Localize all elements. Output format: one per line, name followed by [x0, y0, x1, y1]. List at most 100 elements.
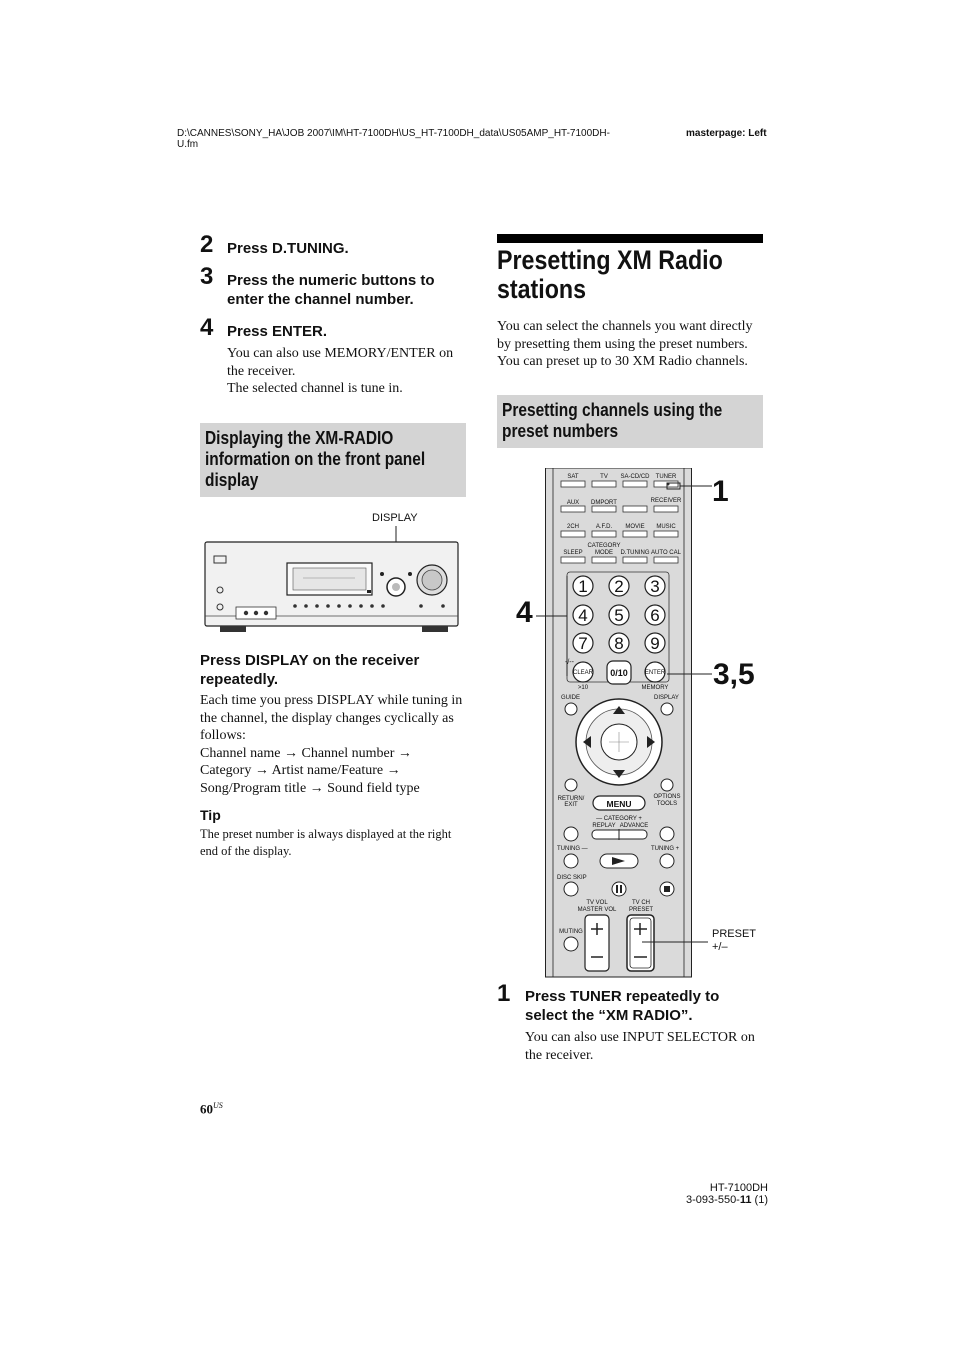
- sat-button[interactable]: [560, 480, 586, 488]
- display-body-line1: Each time you press DISPLAY while tuning…: [200, 693, 463, 708]
- step-number-2: 2: [200, 231, 214, 258]
- zero-ten-button[interactable]: [606, 660, 632, 685]
- dmport-button[interactable]: [591, 505, 617, 513]
- preset-callout-line1: PRESET: [712, 928, 757, 940]
- autocal-button[interactable]: [653, 556, 679, 564]
- arrow-icon: →: [397, 745, 412, 761]
- master-vol-label: MASTER VOL: [578, 907, 617, 913]
- intro-line3: You can preset up to 30 XM Radio channel…: [497, 354, 748, 369]
- footer-code: 3-093-550-11 (1): [680, 1194, 768, 1206]
- dtuning-button[interactable]: [622, 556, 648, 564]
- afd-button[interactable]: [591, 530, 617, 538]
- tv-button[interactable]: [591, 480, 617, 488]
- digit-4-button[interactable]: [572, 604, 594, 626]
- step-title-3-line2: enter the channel number.: [227, 291, 414, 308]
- tuner-button[interactable]: [653, 480, 679, 488]
- digit-1-label: 1: [578, 577, 587, 596]
- digit-3-label: 3: [650, 577, 659, 596]
- callout-lines: [536, 482, 712, 943]
- footer-code-b: 11: [739, 1194, 752, 1206]
- button-2ch-label: 2CH: [567, 524, 579, 530]
- tools-label: TOOLS: [657, 801, 677, 807]
- button-dtuning-label: D.TUNING: [621, 550, 650, 556]
- muting-label: MUTING: [559, 929, 583, 935]
- masterpage-label: masterpage: Left: [686, 128, 767, 139]
- aux-button[interactable]: [560, 505, 586, 513]
- callout-step-1: 1: [712, 475, 729, 508]
- guide-button[interactable]: [564, 702, 578, 716]
- step-number-1: 1: [497, 980, 511, 1007]
- display-label: DISPLAY: [372, 512, 418, 524]
- dpad-right-icon: [647, 736, 655, 748]
- disc-skip-label: DISC SKIP: [557, 875, 587, 881]
- page-heading-line2: stations: [497, 274, 587, 304]
- digit-9-button[interactable]: [644, 632, 666, 654]
- muting-button[interactable]: [563, 936, 579, 952]
- cycle-item: Sound field type: [327, 780, 420, 796]
- digit-6-label: 6: [650, 606, 659, 625]
- page-heading-line1: Presetting XM Radio: [497, 245, 723, 275]
- digit-8-label: 8: [614, 634, 623, 653]
- music-button[interactable]: [653, 530, 679, 538]
- step-4-body-line2: the receiver.: [227, 363, 296, 379]
- file-path-line1: D:\CANNES\SONY_HA\JOB 2007\IM\HT-7100DH\…: [177, 128, 610, 139]
- section-header-box-display: [200, 423, 466, 497]
- rewind-button[interactable]: [563, 853, 579, 869]
- section-title-display-line3: display: [205, 470, 259, 490]
- sacd-button[interactable]: [622, 480, 648, 488]
- display-body-line2: the channel, the display changes cyclica…: [200, 710, 454, 726]
- digit-2-button[interactable]: [608, 575, 630, 597]
- digit-5-button[interactable]: [608, 604, 630, 626]
- digit-3-button[interactable]: [644, 575, 666, 597]
- display-button[interactable]: [660, 702, 674, 716]
- digit-7-button[interactable]: [572, 632, 594, 654]
- page-heading: Presetting XM Radio stations: [497, 246, 723, 304]
- fast-forward-button[interactable]: [659, 853, 675, 869]
- button-dmport-label: DMPORT: [591, 500, 617, 506]
- gt10-label: >10: [578, 685, 589, 691]
- button-movie-label: MOVIE: [625, 524, 644, 530]
- heading-rule: [497, 234, 763, 243]
- intro-line2: by presetting them using the preset numb…: [497, 336, 748, 352]
- tip-text: The preset number is always displayed at…: [200, 826, 451, 859]
- return-button[interactable]: [564, 778, 578, 792]
- arrow-icon: →: [283, 745, 298, 761]
- section-title-display-line2: information on the front panel: [205, 449, 426, 469]
- section-title-preset-line1: Presetting channels using the: [502, 400, 723, 420]
- digit-8-button[interactable]: [608, 632, 630, 654]
- cycle-line-1: Channel name → Channel number →: [200, 745, 462, 763]
- step-title-4: Press ENTER.: [227, 323, 328, 340]
- callout-step-4: 4: [516, 596, 533, 629]
- page-number-sup: US: [213, 1101, 223, 1110]
- menu-button[interactable]: [592, 795, 646, 811]
- enter-button[interactable]: [644, 661, 666, 683]
- mode-button[interactable]: [591, 556, 617, 564]
- digit-6-button[interactable]: [644, 604, 666, 626]
- display-body-line3: follows:: [200, 728, 246, 743]
- intro-text: You can select the channels you want dir…: [497, 318, 753, 371]
- preset-callout-label: PRESET +/–: [712, 928, 756, 954]
- dpad-up-icon: [613, 706, 625, 714]
- arrow-icon: →: [386, 763, 401, 778]
- step-4-body-line3: The selected channel is tune in.: [227, 381, 403, 396]
- prev-track-button[interactable]: [563, 826, 579, 842]
- step-1-body-line2: the receiver.: [525, 1047, 594, 1063]
- disc-skip-button[interactable]: [563, 881, 579, 897]
- 2ch-button[interactable]: [560, 530, 586, 538]
- preset-rocker[interactable]: [626, 914, 655, 972]
- sleep-button[interactable]: [560, 556, 586, 564]
- clear-label: CLEAR: [573, 670, 594, 676]
- clear-button[interactable]: [572, 661, 594, 683]
- pause-button[interactable]: [611, 881, 627, 897]
- digit-1-button[interactable]: [572, 575, 594, 597]
- step-title-3: Press the numeric buttons to enter the c…: [227, 271, 435, 309]
- blank-input-button[interactable]: [622, 505, 648, 513]
- next-track-button[interactable]: [659, 826, 675, 842]
- options-button[interactable]: [660, 778, 674, 792]
- step-title-3-line1: Press the numeric buttons to: [227, 272, 435, 289]
- movie-button[interactable]: [622, 530, 648, 538]
- receiver-illustration: [204, 526, 459, 632]
- button-sacd-label: SA-CD/CD: [620, 474, 650, 480]
- receiver-button[interactable]: [653, 505, 679, 513]
- options-label: OPTIONS: [653, 794, 680, 800]
